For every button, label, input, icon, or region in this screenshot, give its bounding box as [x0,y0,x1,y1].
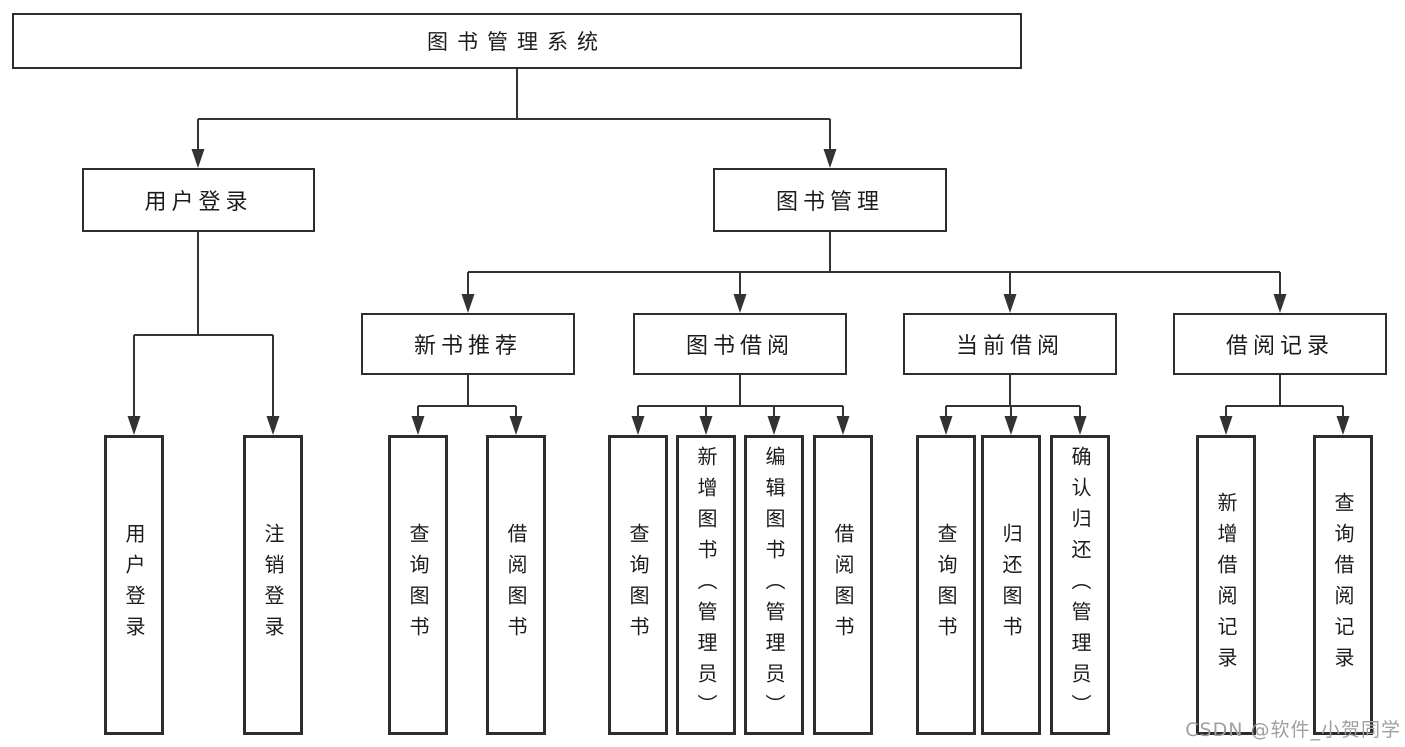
arrowhead [836,416,850,435]
node-root: 图书管理系统 [12,13,1022,69]
arrowhead [1273,294,1287,313]
leaf-label: 确认归还（管理员） [1068,445,1092,725]
connector-lines [133,69,1344,419]
leaf-record-query: 查询借阅记录 [1313,435,1373,735]
arrowhead [1219,416,1233,435]
arrowhead [191,149,205,168]
csdn-watermark: CSDN @软件_小贺同学 [1185,719,1401,741]
leaf-user-login: 用户登录 [104,435,164,735]
leaf-label: 查询图书 [406,523,430,647]
arrowhead [461,294,475,313]
leaf-label: 注销登录 [261,523,285,647]
node-user-login: 用户登录 [82,168,315,232]
leaf-user-logout: 注销登录 [243,435,303,735]
leaf-label: 借阅图书 [831,523,855,647]
arrowhead [1003,294,1017,313]
leaf-newbook-borrow: 借阅图书 [486,435,546,735]
leaf-borrow-edit-admin: 编辑图书（管理员） [744,435,804,735]
leaf-current-return: 归还图书 [981,435,1041,735]
node-book-mgmt: 图书管理 [713,168,947,232]
leaf-newbook-query: 查询图书 [388,435,448,735]
leaf-label: 新增图书（管理员） [694,445,718,725]
leaf-label: 查询图书 [626,523,650,647]
leaf-label: 查询图书 [934,523,958,647]
leaf-label: 归还图书 [999,523,1023,647]
leaf-label: 查询借阅记录 [1331,492,1355,678]
arrowhead [127,416,141,435]
leaf-current-query: 查询图书 [916,435,976,735]
leaf-label: 借阅图书 [504,523,528,647]
arrowhead [1073,416,1087,435]
leaf-borrow-borrow: 借阅图书 [813,435,873,735]
node-current-borrow: 当前借阅 [903,313,1117,375]
arrowhead [1004,416,1018,435]
leaf-borrow-add-admin: 新增图书（管理员） [676,435,736,735]
arrowhead [767,416,781,435]
arrowhead [631,416,645,435]
leaf-record-add: 新增借阅记录 [1196,435,1256,735]
leaf-label: 编辑图书（管理员） [762,445,786,725]
arrowhead [699,416,713,435]
arrowhead [823,149,837,168]
leaf-current-confirm-admin: 确认归还（管理员） [1050,435,1110,735]
arrowhead [509,416,523,435]
leaf-label: 用户登录 [122,523,146,647]
arrowhead [1336,416,1350,435]
arrowhead [411,416,425,435]
node-new-book: 新书推荐 [361,313,575,375]
arrowhead [733,294,747,313]
node-book-borrow: 图书借阅 [633,313,847,375]
arrowhead [939,416,953,435]
arrowhead [266,416,280,435]
node-borrow-record: 借阅记录 [1173,313,1387,375]
leaf-borrow-query: 查询图书 [608,435,668,735]
leaf-label: 新增借阅记录 [1214,492,1238,678]
